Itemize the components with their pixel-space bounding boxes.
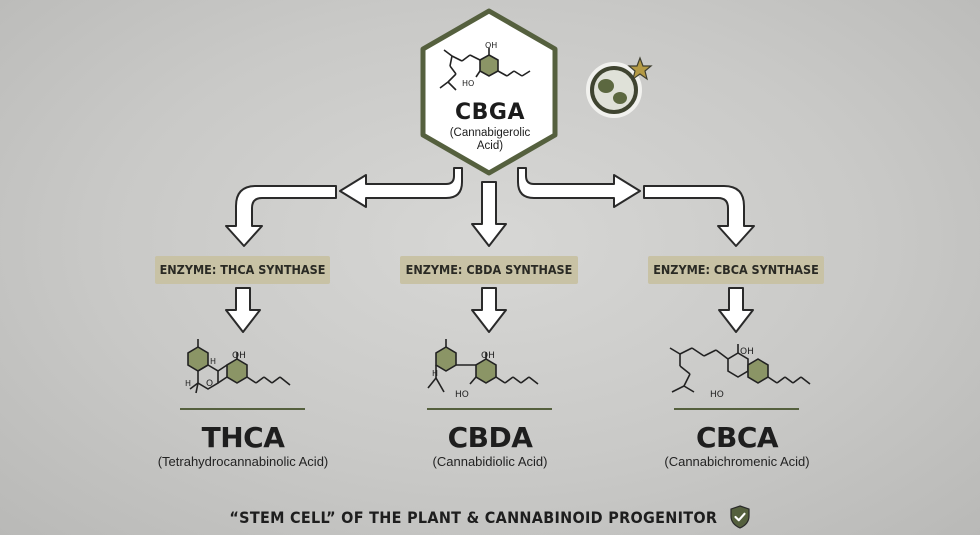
- arrow-cbda-enzyme-to-product: [471, 287, 507, 333]
- thca-h-label-2: H: [210, 357, 216, 366]
- cbga-ho-label: HO: [462, 79, 474, 88]
- product-full-name-cbda: (Cannabidiolic Acid): [432, 454, 548, 469]
- arrow-cbga-to-right: [517, 167, 641, 208]
- source-hexagon: [420, 8, 558, 176]
- thca-molecule-icon: [187, 339, 291, 394]
- thca-h-label-1: H: [185, 379, 191, 388]
- arrow-cbca-enzyme-to-product: [718, 287, 754, 333]
- arrow-cbga-to-cbda-enzyme: [471, 181, 507, 247]
- enzyme-label-thca: ENZYME: THCA SYNTHASE: [155, 256, 330, 284]
- source-full-name: (Cannabigerolic Acid): [440, 127, 540, 153]
- product-full-name-thca: (Tetrahydrocannabinolic Acid): [157, 454, 329, 469]
- source-full-name-line2: Acid): [476, 140, 504, 152]
- arrow-cbga-to-left: [339, 167, 463, 208]
- cbca-divider: [674, 408, 799, 410]
- thca-o-label: O: [206, 379, 213, 389]
- product-name-thca: THCA: [201, 421, 285, 454]
- footer-text: “STEM CELL” OF THE PLANT & CANNABINOID P…: [229, 508, 718, 527]
- shield-check-icon: [729, 505, 750, 529]
- cbca-oh-label: OH: [740, 347, 754, 357]
- cbda-divider: [427, 408, 552, 410]
- arrow-left-to-thca-enzyme: [225, 185, 337, 247]
- thca-divider: [180, 408, 305, 410]
- source-full-name-line1: (Cannabigerolic: [449, 127, 531, 139]
- product-full-name-cbca: (Cannabichromenic Acid): [664, 454, 810, 469]
- product-name-cbda: CBDA: [447, 421, 533, 454]
- cbda-molecule-icon: [427, 339, 539, 393]
- enzyme-label-cbda: ENZYME: CBDA SYNTHASE: [400, 256, 578, 284]
- cbda-h-label: H: [432, 369, 438, 378]
- footer-caption: “STEM CELL” OF THE PLANT & CANNABINOID P…: [0, 505, 980, 529]
- stem-cell-icon: [586, 56, 653, 118]
- arrow-thca-enzyme-to-product: [225, 287, 261, 333]
- enzyme-label-cbca: ENZYME: CBCA SYNTHASE: [648, 256, 824, 284]
- cbga-molecule-icon: [439, 48, 531, 91]
- thca-oh-label: OH: [232, 351, 246, 361]
- arrow-right-to-cbca-enzyme: [643, 185, 755, 247]
- cbda-oh-label: OH: [481, 351, 495, 361]
- source-name: CBGA: [455, 100, 525, 125]
- cbca-molecule-icon: [669, 344, 811, 393]
- cbga-oh-label: OH: [485, 41, 497, 50]
- product-name-cbca: CBCA: [695, 421, 779, 454]
- cbda-ho-label: HO: [455, 390, 469, 400]
- cbca-ho-label: HO: [710, 390, 724, 400]
